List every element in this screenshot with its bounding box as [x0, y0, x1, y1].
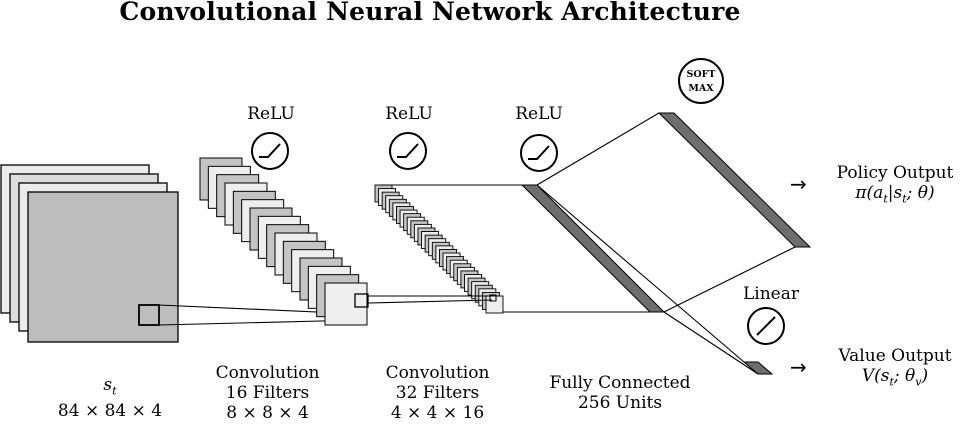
conv2-name: Convolution — [385, 363, 490, 383]
relu-label-1: ReLU — [247, 104, 295, 124]
conv1-receptive-field — [354, 293, 369, 308]
policy-layer-bar — [657, 112, 812, 248]
input-receptive-field — [138, 304, 160, 326]
input-shape: 84 × 84 × 4 — [57, 401, 163, 422]
conv2-filters: 32 Filters — [395, 383, 480, 403]
connections-fc-policy — [536, 112, 796, 313]
policy-output-label: Policy Output π(at|st; θ) — [822, 163, 968, 209]
connections-fc-value — [536, 184, 759, 375]
linear-icon — [747, 307, 785, 345]
policy-output-title: Policy Output — [836, 163, 954, 183]
input-frame-4 — [27, 191, 179, 343]
conv1-filter-map — [324, 282, 368, 326]
conv2-label: Convolution 32 Filters 4 × 4 × 16 — [365, 363, 510, 423]
projection-conv1-conv2 — [367, 295, 493, 304]
input-frames — [0, 164, 179, 343]
fc-label: Fully Connected 256 Units — [530, 373, 710, 413]
diagram-title: Convolutional Neural Network Architectur… — [119, 0, 741, 26]
linear-label: Linear — [743, 284, 800, 304]
relu-label-3: ReLU — [515, 104, 563, 124]
fc-units: 256 Units — [577, 393, 663, 413]
fc-layer-bar — [520, 184, 666, 313]
conv2-receptive-field — [489, 294, 497, 302]
softmax-label-line1: SOFT — [687, 69, 716, 80]
input-symbol: st — [103, 375, 117, 398]
conv1-filters: 16 Filters — [225, 383, 310, 403]
relu-label-2: ReLU — [385, 104, 433, 124]
value-output-formula: V(st; θv) — [861, 366, 929, 389]
conv2-kernel: 4 × 4 × 16 — [390, 403, 485, 423]
input-label: st 84 × 84 × 4 — [40, 375, 180, 421]
conv2-filter-map — [485, 295, 504, 314]
value-arrow-icon: → — [790, 355, 807, 379]
fc-name: Fully Connected — [549, 373, 691, 393]
softmax-label-line2: MAX — [688, 83, 714, 94]
conv1-filter-stack — [199, 157, 369, 326]
relu-icon-1 — [251, 132, 289, 170]
value-layer-bar — [742, 361, 774, 375]
value-output-label: Value Output V(st; θv) — [822, 346, 968, 392]
conv1-kernel: 8 × 8 × 4 — [226, 403, 309, 423]
policy-arrow-icon: → — [790, 172, 807, 196]
relu-icon-2 — [389, 132, 427, 170]
policy-output-formula: π(at|st; θ) — [855, 183, 935, 206]
connections-conv2-fc — [380, 184, 664, 313]
conv2-filter-stack — [374, 184, 504, 314]
value-output-title: Value Output — [838, 346, 952, 366]
conv1-label: Convolution 16 Filters 8 × 8 × 4 — [195, 363, 340, 423]
softmax-icon: SOFT MAX — [678, 58, 724, 104]
conv1-name: Convolution — [215, 363, 320, 383]
relu-icon-3 — [520, 134, 558, 172]
